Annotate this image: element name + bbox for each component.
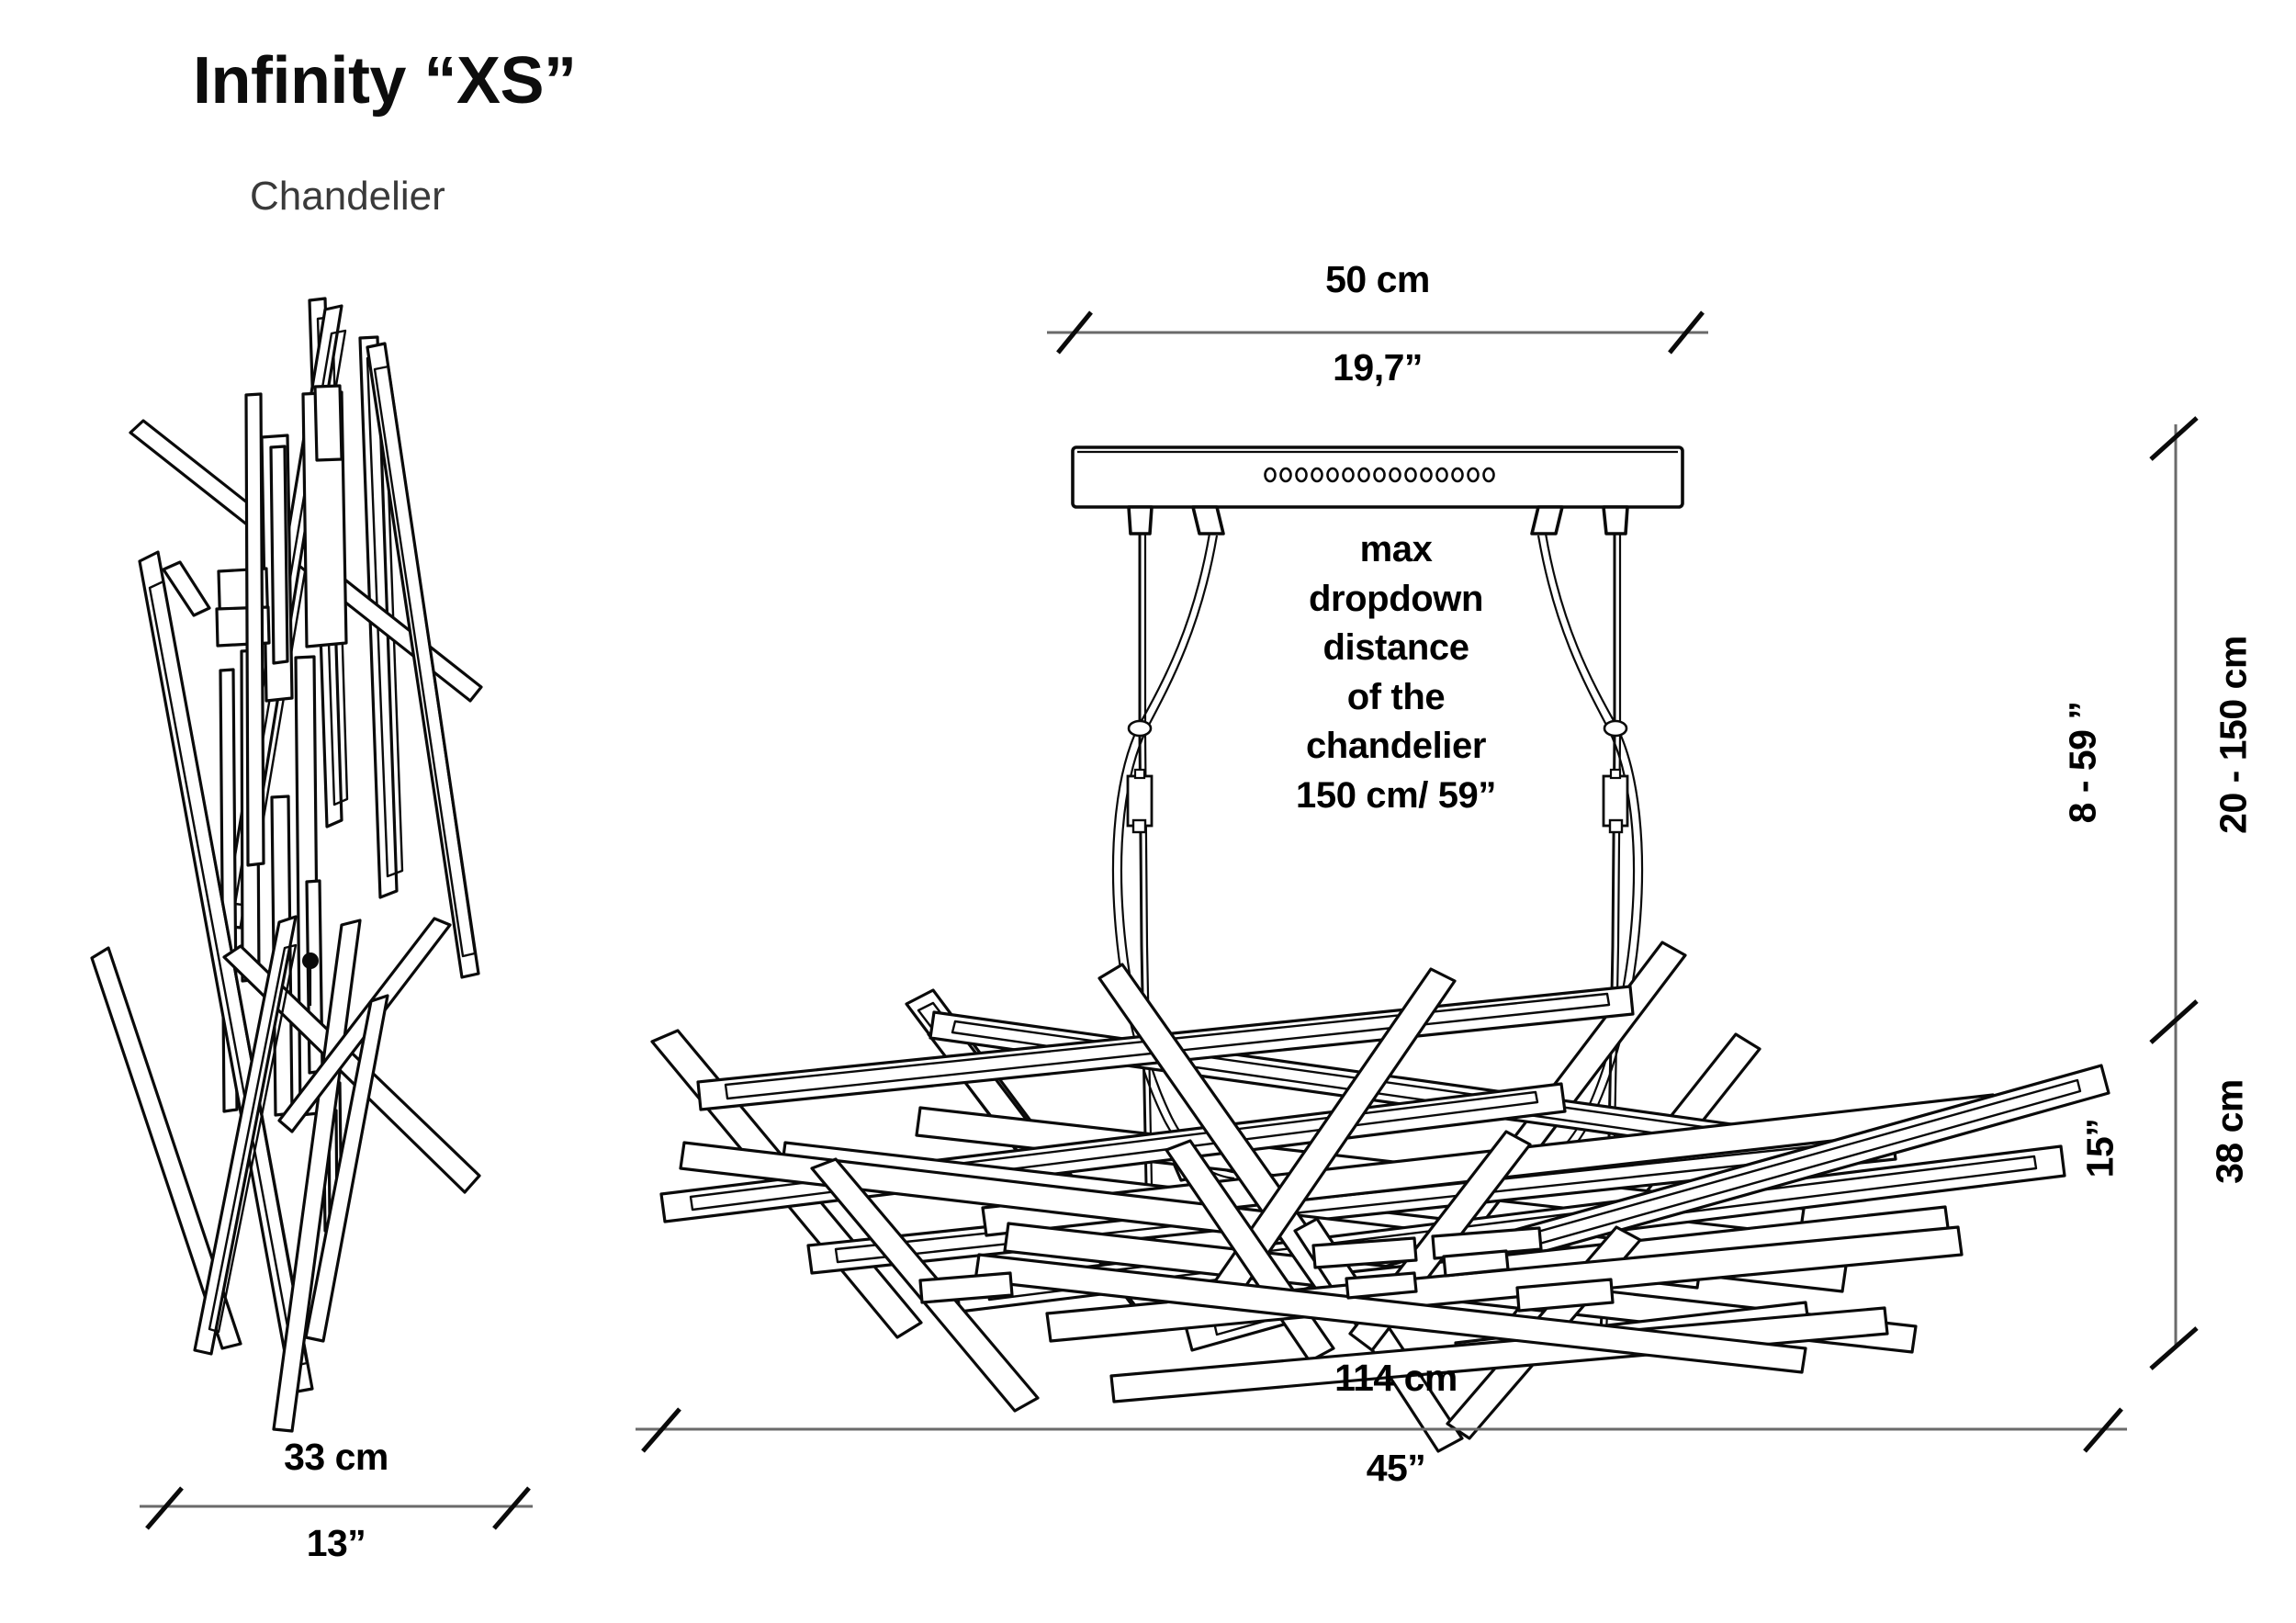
callout-line-1: max — [1359, 529, 1433, 569]
cable-connector-left — [1126, 774, 1154, 828]
dim-body-height-cm: 38 cm — [2208, 1079, 2251, 1184]
dim-overall-width-cm: 114 cm — [1334, 1357, 1458, 1399]
dim-overall-width-in: 45” — [1366, 1447, 1426, 1489]
dimension-overall-width — [636, 1407, 2127, 1453]
dim-drop-range-in: 8 - 59 ” — [2061, 701, 2104, 824]
title-block: Infinity “XS” Chandelier — [0, 0, 827, 257]
dropdown-callout: max dropdown distance of the chandelier … — [1231, 525, 1561, 821]
dim-drop-range-cm: 20 - 150 cm — [2212, 636, 2255, 834]
cable-gripper-ring-right — [1603, 719, 1628, 738]
canopy-vent-holes — [1264, 467, 1495, 483]
dim-canopy-width-cm: 50 cm — [1325, 258, 1430, 300]
ceiling-canopy — [1071, 445, 1684, 535]
power-connector-left — [1170, 1154, 1205, 1182]
cable-grommet-2 — [1191, 505, 1225, 535]
dimension-vertical-right — [2149, 416, 2199, 1370]
dim-side-width-in: 13” — [306, 1522, 366, 1564]
cable-grommet-1 — [1127, 505, 1154, 535]
side-bar-group-center — [215, 384, 348, 1233]
callout-line-3: distance — [1322, 627, 1469, 669]
dim-body-height-in: 15” — [2078, 1118, 2122, 1178]
callout-line-6: 150 cm/ 59” — [1296, 774, 1496, 816]
cable-gripper-ring-left — [1127, 719, 1153, 738]
dim-side-width-cm: 33 cm — [284, 1436, 388, 1478]
callout-line-5: chandelier — [1305, 726, 1487, 767]
page-subtitle: Chandelier — [250, 174, 445, 219]
callout-line-2: dropdown — [1308, 578, 1484, 619]
cable-connector-right — [1602, 774, 1629, 828]
page-title: Infinity “XS” — [193, 44, 577, 118]
suspension-left — [1111, 533, 1239, 1324]
side-bar-group-back — [129, 297, 483, 979]
callout-line-4: of the — [1346, 676, 1446, 717]
side-bar-group-front — [90, 550, 481, 1433]
cable-grommet-4 — [1602, 505, 1629, 535]
side-view-node — [302, 952, 319, 969]
dim-canopy-width-in: 19,7” — [1333, 346, 1423, 389]
side-elevation-view — [90, 297, 483, 1433]
